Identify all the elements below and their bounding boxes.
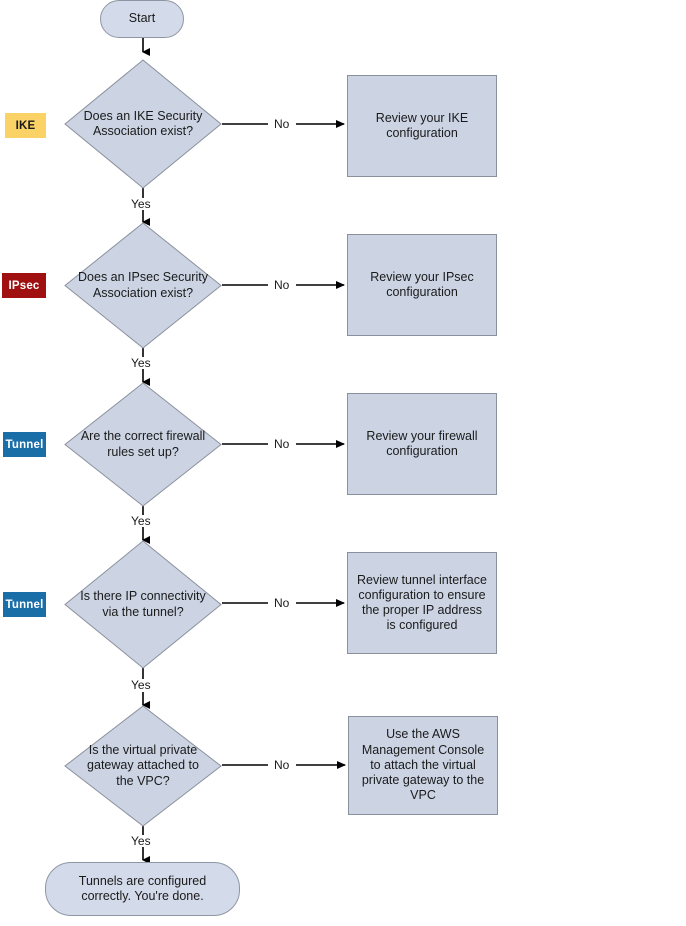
action-box-3: Review your firewall configuration: [347, 393, 497, 495]
badge-tunnel-2-label: Tunnel: [5, 598, 44, 611]
start-label: Start: [128, 11, 156, 26]
edge-label-no-2: No: [272, 278, 292, 292]
diamond-shape-3: [64, 382, 222, 507]
badge-ike-label: IKE: [15, 119, 36, 132]
decision-label-1: Does an IKE Security Association exist?: [83, 108, 203, 138]
decision-label-2: Does an IPsec Security Association exist…: [78, 270, 208, 300]
start-node: Start: [100, 0, 184, 38]
badge-ike: IKE: [5, 113, 46, 138]
edge-label-no-5: No: [272, 758, 292, 772]
diamond-shape-5: [64, 705, 222, 827]
action-box-2: Review your IPsec configuration: [347, 234, 497, 336]
end-label: Tunnels are configured correctly. You're…: [78, 873, 207, 903]
action-label-3: Review your firewall configuration: [366, 428, 478, 458]
edge-label-yes-1: Yes: [129, 197, 153, 211]
decision-node-1: Does an IKE Security Association exist?: [64, 59, 222, 189]
edge-label-yes-4: Yes: [129, 678, 153, 692]
decision-node-3: Are the correct firewall rules set up?: [64, 382, 222, 507]
end-node: Tunnels are configured correctly. You're…: [45, 862, 240, 916]
action-label-5: Use the AWS Management Console to attach…: [361, 727, 485, 803]
badge-tunnel-1-label: Tunnel: [5, 438, 44, 451]
edge-label-yes-5: Yes: [129, 834, 153, 848]
diamond-shape-2: [64, 222, 222, 349]
badge-ipsec: IPsec: [2, 273, 46, 298]
edge-label-no-3: No: [272, 437, 292, 451]
decision-node-2: Does an IPsec Security Association exist…: [64, 222, 222, 349]
action-box-4: Review tunnel interface configuration to…: [347, 552, 497, 654]
action-box-1: Review your IKE configuration: [347, 75, 497, 177]
action-box-5: Use the AWS Management Console to attach…: [348, 716, 498, 815]
badge-tunnel-2: Tunnel: [3, 592, 46, 617]
edge-label-no-4: No: [272, 596, 292, 610]
diamond-shape-4: [64, 540, 222, 669]
edge-label-yes-3: Yes: [129, 514, 153, 528]
badge-tunnel-1: Tunnel: [3, 432, 46, 457]
edge-label-yes-2: Yes: [129, 356, 153, 370]
edge-label-no-1: No: [272, 117, 292, 131]
action-label-2: Review your IPsec configuration: [370, 269, 474, 299]
decision-label-3: Are the correct firewall rules set up?: [80, 429, 206, 459]
decision-label-4: Is there IP connectivity via the tunnel?: [80, 589, 206, 619]
decision-label-5: Is the virtual private gateway attached …: [87, 743, 199, 788]
decision-node-4: Is there IP connectivity via the tunnel?: [64, 540, 222, 669]
action-label-4: Review tunnel interface configuration to…: [357, 572, 487, 633]
decision-node-5: Is the virtual private gateway attached …: [64, 705, 222, 827]
action-label-1: Review your IKE configuration: [375, 110, 469, 140]
badge-ipsec-label: IPsec: [8, 279, 40, 292]
diamond-shape-1: [64, 59, 222, 189]
